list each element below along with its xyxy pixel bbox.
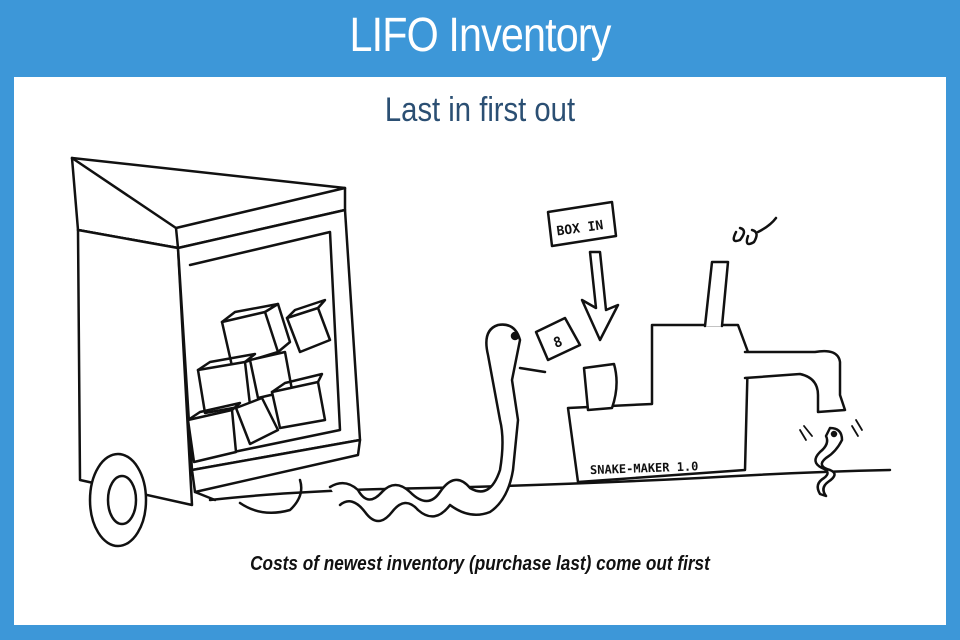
snake-maker-machine-icon: SNAKE-MAKER 1.0	[566, 216, 847, 484]
sign-label: BOX IN	[556, 218, 605, 239]
truck-icon	[70, 156, 362, 548]
content-panel: Last in first out	[14, 77, 946, 625]
box-in-sign-icon: BOX IN	[546, 200, 620, 342]
page-title: LIFO Inventory	[349, 9, 612, 62]
ground-line	[208, 468, 892, 502]
lifo-illustration: 8 BOX IN SNAKE-MAKER 1.0	[70, 156, 892, 548]
machine-label: SNAKE-MAKER 1.0	[590, 459, 699, 477]
subtitle: Last in first out	[384, 91, 576, 129]
snake-icon: 8	[328, 316, 582, 523]
small-snake-icon	[799, 419, 863, 498]
caption: Costs of newest inventory (purchase last…	[250, 553, 710, 575]
